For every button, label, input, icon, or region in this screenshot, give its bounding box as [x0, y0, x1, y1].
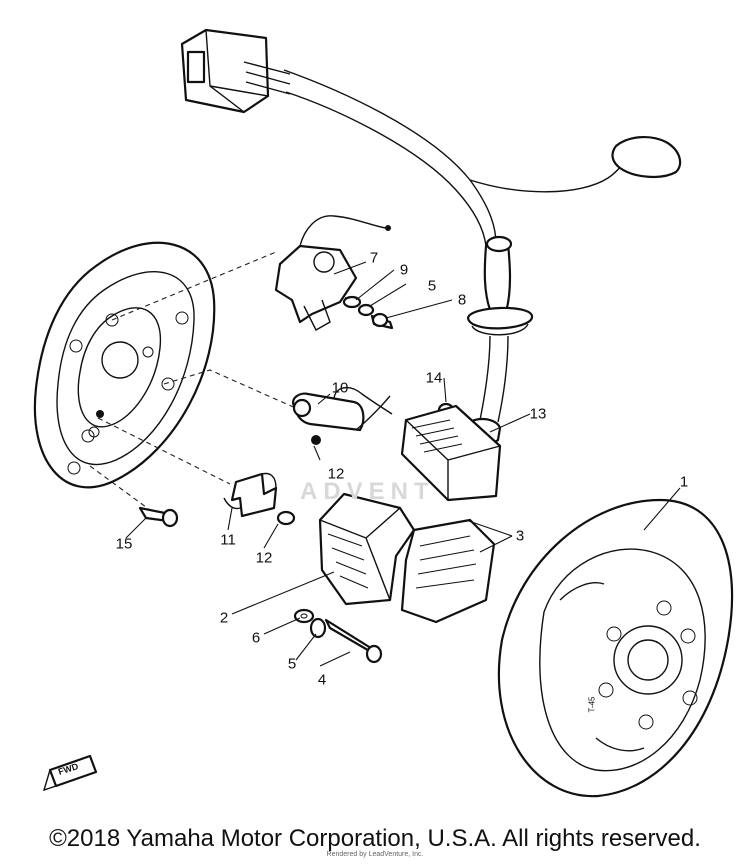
callout-10: 10: [331, 379, 349, 397]
wire-harness: [283, 69, 682, 247]
bracket: [223, 472, 278, 518]
callout-3: 3: [515, 527, 525, 545]
callout-13: 13: [529, 405, 547, 423]
grommet: [466, 235, 534, 423]
watermark-small-text: Rendered by LeadVenture, Inc.: [326, 851, 424, 858]
flywheel-rotor: [497, 498, 734, 798]
callout-7: 7: [369, 249, 379, 267]
callout-9: 9: [399, 261, 409, 279]
callout-6: 6: [251, 629, 261, 647]
leader-lines: [125, 261, 681, 667]
callout-5b: 5: [427, 277, 437, 295]
callout-4: 4: [317, 671, 327, 689]
condenser: [292, 387, 393, 445]
callout-1: 1: [679, 473, 689, 491]
rotor-marking: T-45: [587, 696, 597, 713]
contact-breaker: [274, 215, 391, 331]
copyright-text: ©2018 Yamaha Motor Corporation, U.S.A. A…: [49, 825, 701, 852]
callout-12a: 12: [255, 549, 273, 567]
callout-8: 8: [457, 291, 467, 309]
watermark-logo-text: ADVENT: [300, 478, 435, 505]
screw-set: [138, 402, 455, 664]
stator-coil-upper: [400, 404, 502, 502]
callout-2: 2: [219, 609, 229, 627]
stator-base-plate: [33, 241, 216, 489]
callout-5a: 5: [287, 655, 297, 673]
callout-11: 11: [220, 531, 236, 549]
callout-12b: 12: [327, 465, 345, 483]
fwd-arrow: [42, 754, 98, 792]
breaker-screw-set: [342, 295, 394, 330]
lighting-coil: [318, 492, 496, 624]
wire-connector: [180, 28, 291, 114]
callout-15: 15: [115, 535, 133, 553]
washer-set: [293, 608, 327, 639]
callout-14: 14: [425, 369, 443, 387]
